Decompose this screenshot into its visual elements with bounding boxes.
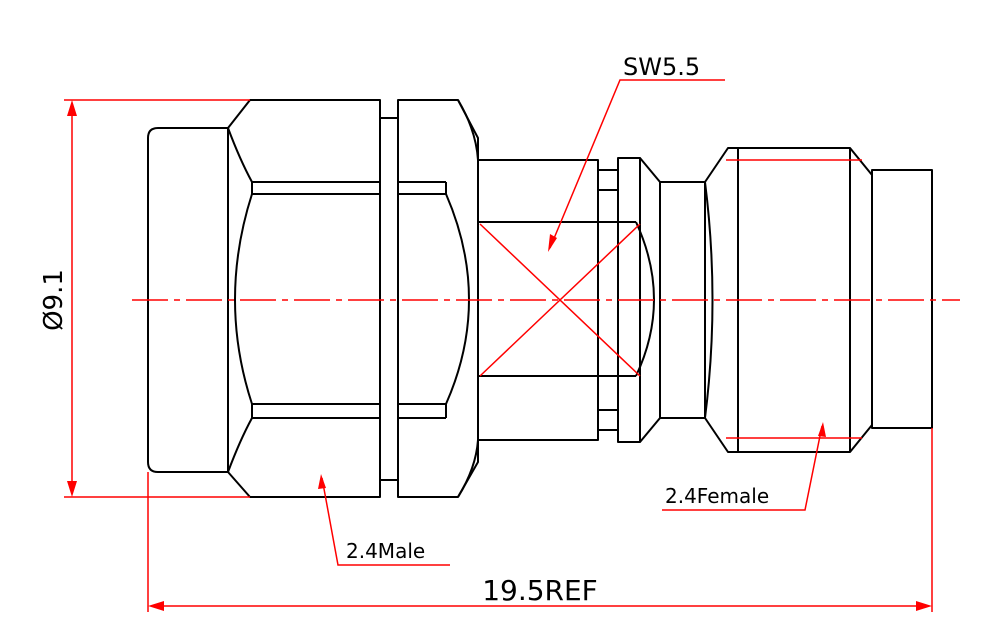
male-nut-cap — [147, 127, 229, 473]
dimension-annotations: Ø9.1 SW5.5 2.4Female 2.4Male 19.5REF — [39, 53, 960, 612]
body-hex — [397, 99, 479, 498]
wrench-flat-cross — [479, 223, 641, 377]
wrench-size-label: SW5.5 — [623, 53, 700, 81]
male-end-label: 2.4Male — [346, 539, 425, 563]
female-leader — [662, 425, 823, 511]
wrench-size-arrow — [548, 234, 557, 252]
length-extension-lines — [147, 428, 933, 612]
overall-length-label: 19.5REF — [482, 574, 598, 607]
female-ref-lines — [726, 159, 862, 439]
diameter-extension-lines — [64, 99, 250, 498]
gap-ring — [380, 117, 398, 481]
diameter-label: Ø9.1 — [39, 269, 69, 331]
length-arrow-left — [148, 601, 164, 611]
male-leader — [321, 477, 450, 566]
female-end-label: 2.4Female — [665, 484, 769, 508]
length-arrow-right — [916, 601, 932, 611]
female-leader-arrow — [818, 422, 826, 437]
male-leader-arrow — [318, 474, 326, 489]
male-hex-nut — [227, 99, 381, 498]
diameter-arrow-top — [67, 100, 77, 116]
diameter-arrow-bottom — [67, 481, 77, 497]
wrench-size-leader — [549, 79, 725, 249]
